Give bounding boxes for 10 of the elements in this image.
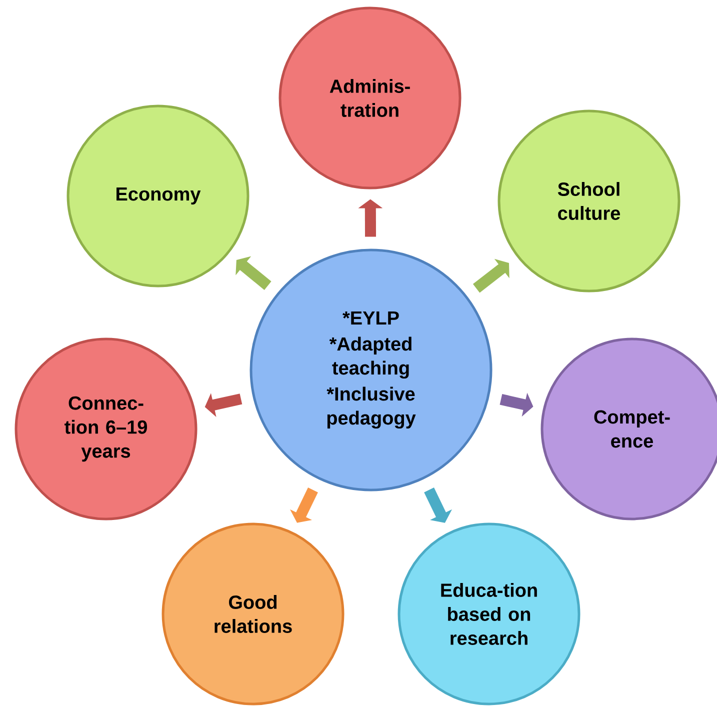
circle-node: Good relations xyxy=(162,522,344,706)
block-arrow xyxy=(472,258,510,293)
circle-node: Adminis-tration xyxy=(278,6,462,190)
circle-node: *EYLP *Adapted teaching *Inclusive pedagogy xyxy=(250,248,492,492)
circle-node: School culture xyxy=(498,110,680,292)
circle-node: Educa-tion based on research xyxy=(398,522,580,706)
circle-node: Connec-tion 6–19 years xyxy=(14,338,198,520)
circle-node: Economy xyxy=(66,104,250,288)
circle-node: Compet-ence xyxy=(540,338,717,520)
block-arrow xyxy=(424,488,452,523)
